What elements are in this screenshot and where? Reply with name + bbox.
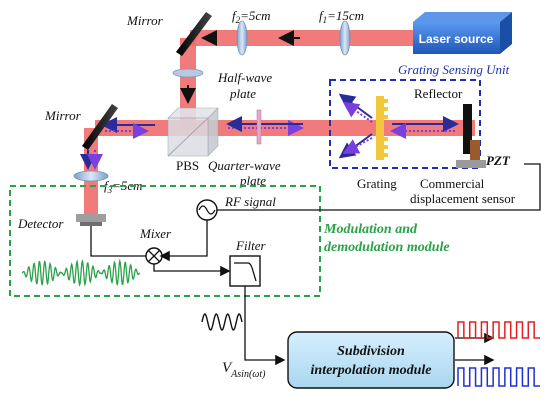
quarter-wave-label-2: plate xyxy=(239,173,266,188)
v-label: VAsin(ωt) xyxy=(222,360,266,380)
square-wave-blue xyxy=(457,367,540,387)
rf-generator xyxy=(196,199,218,221)
mixer xyxy=(145,247,163,265)
beam-vertical-top xyxy=(180,38,196,130)
grating-label: Grating xyxy=(357,176,397,191)
reflector-label: Reflector xyxy=(414,86,463,101)
pbs-label: PBS xyxy=(176,158,199,173)
half-wave-label-2: plate xyxy=(229,86,256,101)
mixer-label: Mixer xyxy=(139,226,172,241)
mirror-left xyxy=(82,104,118,150)
filter xyxy=(229,255,261,287)
grating xyxy=(376,96,388,160)
laser-source: Laser source xyxy=(413,12,512,54)
lens-f3 xyxy=(73,170,109,182)
mirror-top-label: Mirror xyxy=(126,13,164,28)
sensor-base xyxy=(456,160,486,168)
detector-label: Detector xyxy=(17,216,64,231)
diffraction-arrows xyxy=(338,93,459,159)
f2-label: f2=5cm xyxy=(232,8,271,25)
commercial-label-2: displacement sensor xyxy=(410,191,516,206)
subdivision-label-1: Subdivision xyxy=(337,344,405,359)
half-wave-label-1: Half-wave xyxy=(217,70,272,85)
quarter-wave-label-1: Quarter-wave xyxy=(208,158,281,173)
pzt-label: PZT xyxy=(486,153,511,168)
beat-signal-wave xyxy=(21,258,141,287)
mirror-top xyxy=(176,12,212,56)
grating-unit-box xyxy=(329,79,481,169)
half-wave-plate xyxy=(172,68,204,78)
square-wave-red xyxy=(457,321,540,339)
lens-f1 xyxy=(339,20,351,56)
modulation-label-2: demodulation module xyxy=(324,240,450,255)
f3-label: f3=5cm xyxy=(104,178,143,195)
wiring xyxy=(90,163,541,366)
beam-arrows xyxy=(80,30,304,170)
f1-label: f1=15cm xyxy=(319,8,364,25)
pbs-cube xyxy=(167,107,219,157)
reflector xyxy=(463,104,472,154)
quarter-wave-plate xyxy=(256,109,262,145)
subdivision-module-box xyxy=(287,331,455,389)
beam-top xyxy=(190,30,415,46)
lens-f2 xyxy=(236,20,248,56)
modulation-label-1: Modulation and xyxy=(323,222,418,237)
filter-label: Filter xyxy=(235,238,267,253)
subdivision-label-2: interpolation module xyxy=(311,363,432,378)
commercial-label-1: Commercial xyxy=(420,176,485,191)
filtered-sine-wave xyxy=(201,313,243,331)
grating-unit-label: Grating Sensing Unit xyxy=(398,62,510,77)
detector xyxy=(76,214,106,226)
pzt-block xyxy=(470,140,480,162)
modulation-module-box xyxy=(9,185,321,297)
laser-source-label: Laser source xyxy=(419,32,494,46)
rf-signal-label: RF signal xyxy=(224,194,276,209)
mirror-left-label: Mirror xyxy=(44,108,82,123)
v-subscript: Asin(ωt) xyxy=(230,369,266,380)
